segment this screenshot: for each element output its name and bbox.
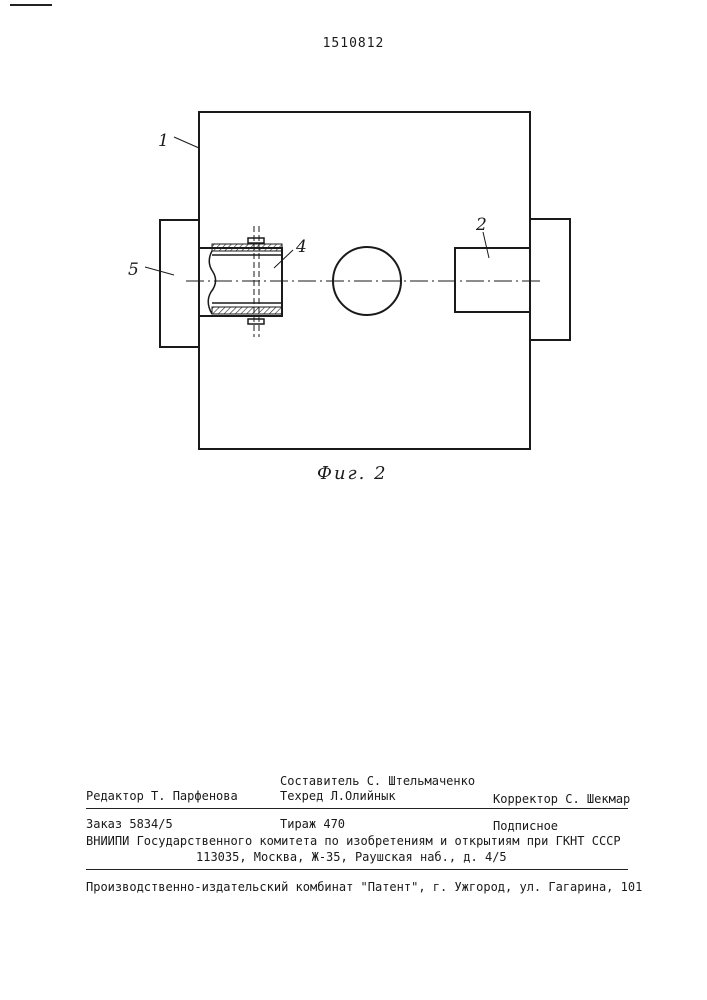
label-1: 1 [158, 131, 169, 151]
techred-line: Техред Л.Олийнык [280, 789, 396, 803]
publisher-line: Производственно-издательский комбинат "П… [86, 880, 642, 894]
footer-rule-2 [86, 869, 628, 870]
order-line: Заказ 5834/5 [86, 817, 173, 831]
editor-line: Редактор Т. Парфенова [86, 789, 238, 803]
figure-caption: Фиг. 2 [317, 463, 388, 484]
sleeve [199, 226, 282, 337]
corrector-line: Корректор С. Шекмар [493, 792, 630, 806]
leader-4 [274, 250, 293, 268]
label-4: 4 [295, 237, 307, 257]
institute-line: ВНИИПИ Государственного комитета по изоб… [86, 834, 621, 848]
left-block [160, 220, 199, 347]
composer-line: Составитель С. Штельмаченко [280, 774, 475, 788]
subscription-line: Подписное [493, 819, 558, 833]
figure-2-drawing: 1 5 4 2 [0, 0, 707, 500]
circulation-line: Тираж 470 [280, 817, 345, 831]
leader-2 [483, 232, 489, 258]
leader-1 [174, 137, 199, 148]
label-5: 5 [128, 260, 139, 280]
label-2: 2 [475, 215, 487, 235]
right-block-outer [530, 219, 570, 340]
footer-rule-1 [86, 808, 628, 809]
address-line: 113035, Москва, Ж-35, Раушская наб., д. … [196, 850, 507, 864]
right-insert [455, 248, 530, 312]
